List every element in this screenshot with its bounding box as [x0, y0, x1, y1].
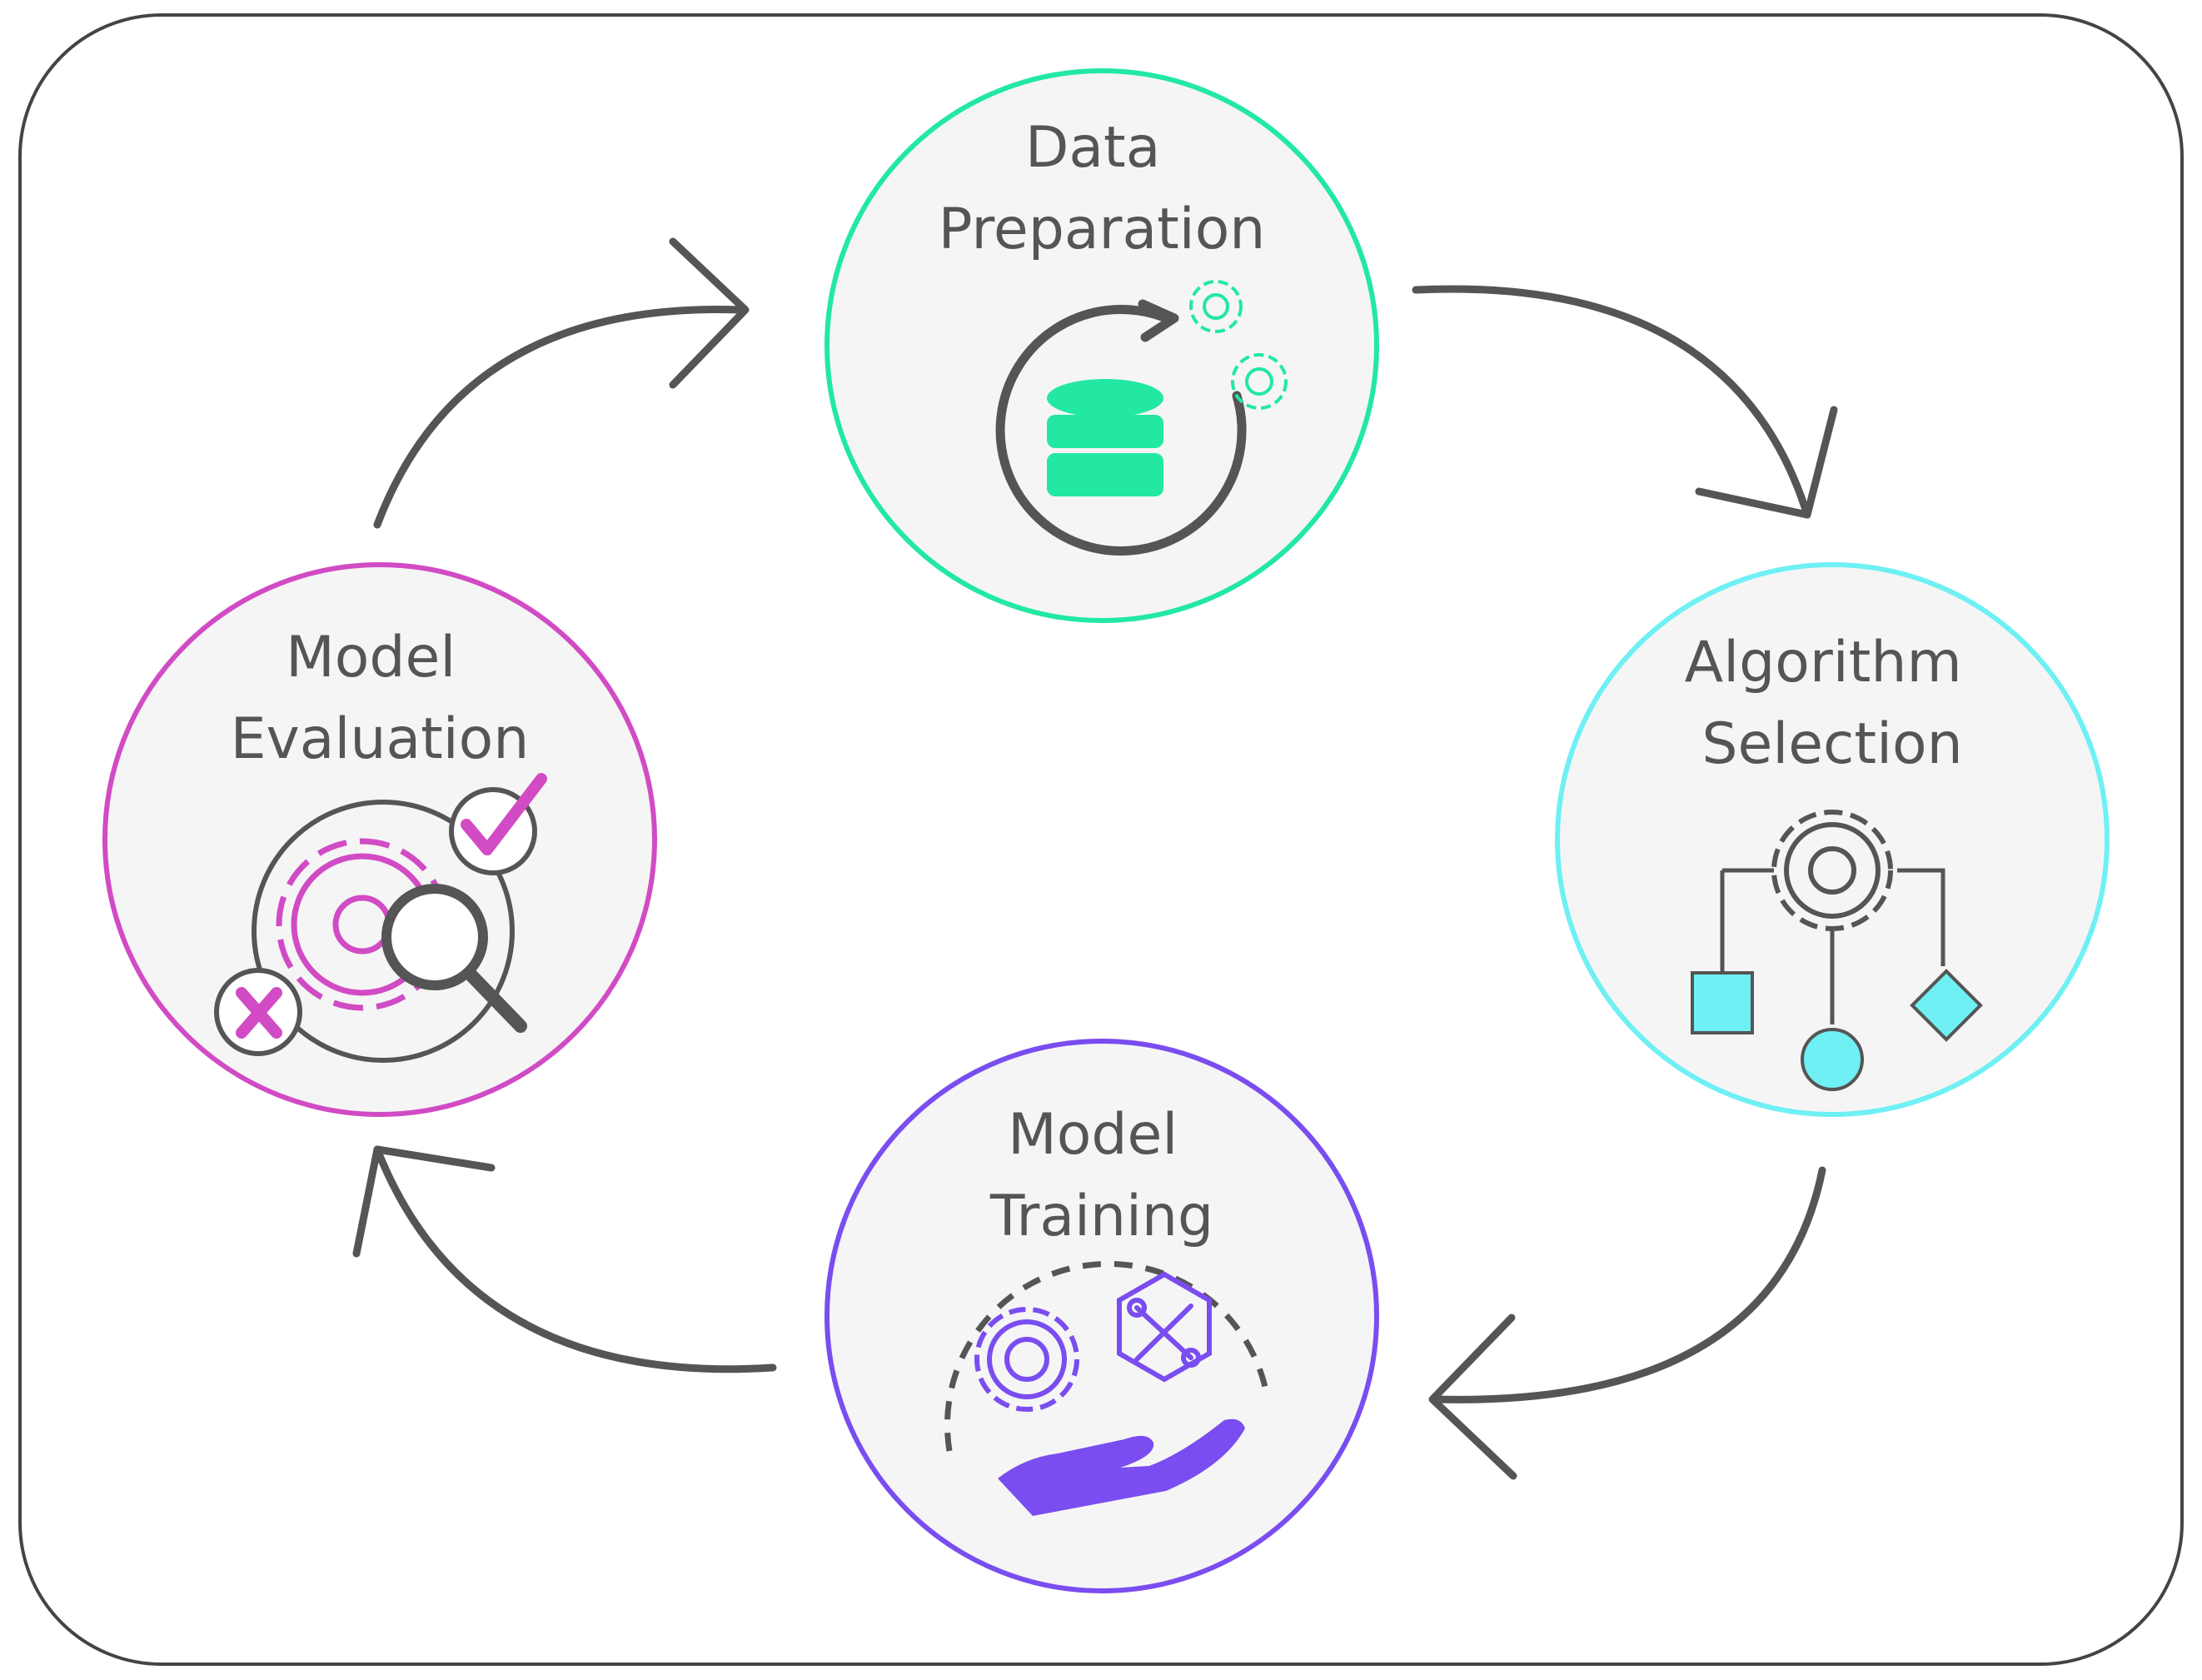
node-title-line1: Model [1008, 1102, 1178, 1168]
square-icon [1691, 971, 1754, 1034]
cycle-arrows [352, 237, 1838, 1480]
circle-icon [1801, 1028, 1864, 1091]
svg-text:Model Evaluation: Model Evaluation [231, 625, 530, 772]
node-model-training: Model Training [825, 1039, 1379, 1593]
hand-icon [998, 1418, 1245, 1516]
diamond-icon [1910, 969, 1983, 1042]
arrowhead-evaluation-to-preparation [669, 237, 750, 389]
x-mark-icon [214, 968, 302, 1056]
arrow-evaluation-to-preparation [373, 305, 745, 529]
arrow-preparation-to-algorithm [1412, 285, 1811, 519]
node-title-line2: Evaluation [231, 706, 530, 772]
tree-connectors [1720, 868, 1945, 1024]
arrowhead-training-to-evaluation [352, 1145, 496, 1258]
node-title-line1: Data [1025, 115, 1160, 181]
node-circle [825, 68, 1379, 623]
node-algorithm-selection: Algorithm Selection [1555, 562, 2110, 1117]
svg-text:Algorithm Selection: Algorithm Selection [1685, 630, 1980, 777]
gear-icon [1771, 810, 1893, 931]
arrow-algorithm-to-training [1432, 1166, 1826, 1403]
outer-frame [18, 13, 2184, 1666]
node-model-evaluation: Model Evaluation [102, 562, 657, 1117]
gear-icon [974, 1307, 1079, 1412]
dashed-arc [944, 1261, 1271, 1452]
node-title-line2: Training [989, 1184, 1213, 1249]
svg-text:Data Preparation: Data Preparation [939, 115, 1266, 262]
wrench-screwdriver-icon [1117, 1271, 1212, 1383]
magnifier-icon [381, 884, 527, 1033]
gear-icon [1231, 353, 1288, 410]
checkmark-icon [449, 773, 547, 875]
arrow-training-to-evaluation [373, 1145, 777, 1373]
node-title-line2: Preparation [939, 197, 1266, 262]
database-icon [1047, 379, 1163, 496]
node-data-preparation: Data Preparation [825, 68, 1379, 623]
node-title-line1: Algorithm [1685, 630, 1962, 695]
arrowhead-preparation-to-algorithm [1695, 406, 1838, 519]
refresh-arrow-icon [995, 299, 1247, 556]
node-title-line1: Model [286, 625, 456, 690]
gear-icon [1189, 280, 1243, 333]
arrowhead-algorithm-to-training [1428, 1314, 1517, 1480]
svg-text:Model Training: Model Training [989, 1102, 1213, 1249]
outer-ring [252, 800, 515, 1063]
node-circle [825, 1039, 1379, 1593]
node-title-line2: Selection [1701, 711, 1962, 777]
